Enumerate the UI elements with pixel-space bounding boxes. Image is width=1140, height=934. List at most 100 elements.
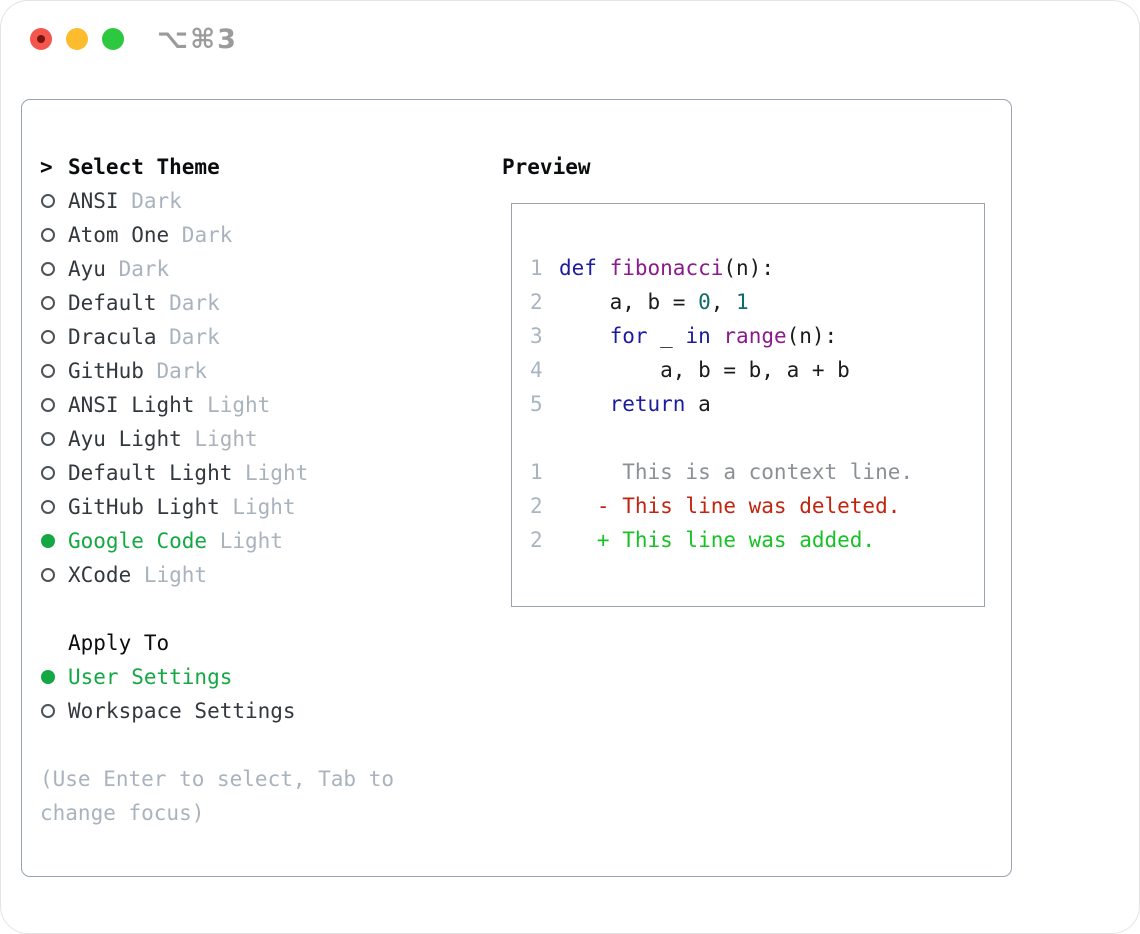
option-variant: Light	[232, 461, 309, 485]
code-segment: fibonacci	[609, 256, 724, 280]
theme-option[interactable]: Ayu Dark	[40, 252, 394, 286]
line-number: 2	[530, 494, 543, 518]
line-number: 5	[530, 392, 543, 416]
option-variant: Light	[131, 563, 208, 587]
radio-icon	[40, 354, 68, 388]
code-segment: return	[609, 392, 686, 416]
theme-option[interactable]: GitHub Dark	[40, 354, 394, 388]
option-label: Ayu	[68, 257, 106, 281]
code-segment	[711, 319, 724, 353]
close-button[interactable]	[30, 28, 52, 50]
theme-option[interactable]: XCode Light	[40, 558, 394, 592]
code-segment: a, b =	[559, 290, 699, 314]
line-number: 1	[530, 256, 543, 280]
close-dot-icon	[37, 35, 45, 43]
code-segment: ,	[710, 290, 737, 314]
code-segment: a, b = b, a + b	[559, 358, 850, 382]
theme-option[interactable]: Default Dark	[40, 286, 394, 320]
option-label: Atom One	[68, 223, 170, 247]
option-label: Ayu Light	[68, 427, 182, 451]
radio-icon	[40, 286, 68, 320]
option-variant: Light	[219, 495, 296, 519]
theme-option[interactable]: ANSI Light Light	[40, 388, 394, 422]
theme-option[interactable]: ANSI Dark	[40, 184, 394, 218]
theme-option[interactable]: Atom One Dark	[40, 218, 394, 252]
preview-header: Preview	[502, 150, 591, 184]
option-label: XCode	[68, 563, 132, 587]
code-segment: 1	[736, 290, 749, 314]
code-segment: _	[647, 324, 686, 348]
option-variant: Light	[194, 393, 271, 417]
selected-radio-icon	[40, 524, 68, 558]
option-label: ANSI	[68, 189, 119, 213]
theme-option[interactable]: Ayu Light Light	[40, 422, 394, 456]
zoom-button[interactable]	[102, 28, 124, 50]
radio-icon	[40, 252, 68, 286]
option-variant: Dark	[118, 189, 182, 213]
code-segment: 0	[698, 290, 711, 314]
theme-option[interactable]: GitHub Light Light	[40, 490, 394, 524]
option-variant: Light	[181, 427, 258, 451]
code-segment: (n):	[723, 256, 774, 280]
minimize-button[interactable]	[66, 28, 88, 50]
radio-icon	[40, 422, 68, 456]
code-segment: This is a context line.	[559, 460, 914, 484]
line-number: 2	[530, 528, 543, 552]
select-theme-title: Select Theme	[68, 155, 220, 179]
line-number: 4	[530, 358, 543, 382]
code-segment	[597, 251, 610, 285]
radio-icon	[40, 558, 68, 592]
code-line: 1 This is a context line.	[530, 455, 984, 489]
option-label: User Settings	[68, 665, 233, 689]
code-line: 4 a, b = b, a + b	[530, 353, 984, 387]
selected-radio-icon	[40, 660, 68, 694]
theme-option[interactable]: Default Light Light	[40, 456, 394, 490]
radio-icon	[40, 694, 68, 728]
option-label: Default Light	[68, 461, 233, 485]
code-segment: a	[685, 392, 711, 416]
code-segment	[559, 319, 610, 353]
code-segment: in	[685, 324, 711, 348]
radio-icon	[40, 218, 68, 252]
option-label: GitHub Light	[68, 495, 220, 519]
apply-to-option[interactable]: User Settings	[40, 660, 394, 694]
option-label: Default	[68, 291, 157, 315]
code-segment: range	[723, 324, 787, 348]
help-text-line-2: change focus)	[40, 801, 205, 825]
prompt-caret-icon: >	[40, 155, 53, 179]
radio-icon	[40, 184, 68, 218]
spacer	[40, 728, 394, 762]
code-segment	[559, 387, 610, 421]
line-number: 3	[530, 324, 543, 348]
line-number: 1	[530, 460, 543, 484]
code-line	[530, 421, 984, 455]
option-label: GitHub	[68, 359, 144, 383]
option-label: Google Code	[68, 529, 208, 553]
code-line: 5 return a	[530, 387, 984, 421]
radio-icon	[40, 320, 68, 354]
radio-icon	[40, 490, 68, 524]
option-variant: Dark	[143, 359, 208, 383]
apply-to-header: Apply To	[40, 626, 394, 660]
help-text-line-1: (Use Enter to select, Tab to	[40, 767, 395, 791]
code-line: 3 for _ in range(n):	[530, 319, 984, 353]
option-variant: Dark	[156, 325, 220, 349]
apply-to-option[interactable]: Workspace Settings	[40, 694, 394, 728]
theme-option[interactable]: Google Code Light	[40, 524, 394, 558]
radio-icon	[40, 456, 68, 490]
option-variant: Dark	[156, 291, 220, 315]
option-variant: Dark	[169, 223, 233, 247]
select-theme-header: > Select Theme	[40, 150, 394, 184]
apply-to-title: Apply To	[68, 631, 170, 655]
theme-option[interactable]: Dracula Dark	[40, 320, 394, 354]
line-number	[530, 421, 559, 455]
preview-title: Preview	[502, 155, 591, 179]
code-segment: - This line was deleted.	[559, 494, 901, 518]
code-segment: for	[609, 324, 648, 348]
